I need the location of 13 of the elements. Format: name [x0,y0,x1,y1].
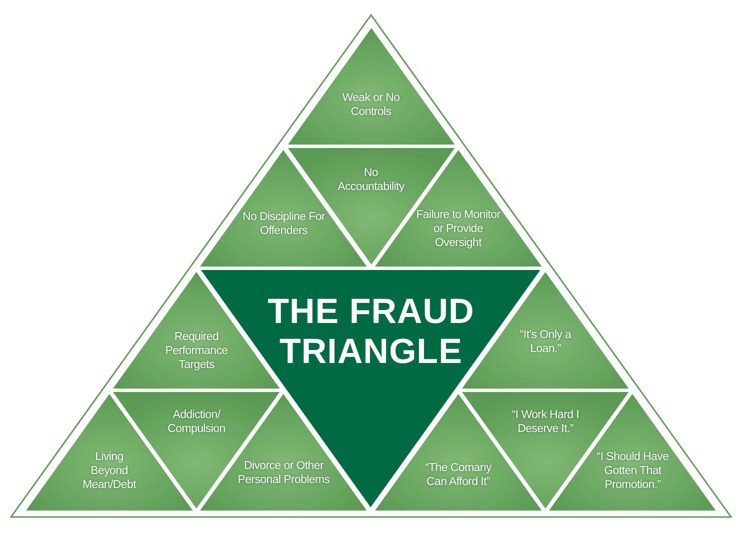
segment-label: No Accountability [336,166,406,194]
segment-label: “The Comany Can Afford It” [424,461,492,490]
diagram-title: THE FRAUD TRIANGLE [266,292,476,372]
segment-label: Weak or No Controls [341,90,401,119]
segment-label: Failure to Monitor or Provide Oversight [415,208,502,250]
segment-label: “It’s Only a Loan.” [518,328,572,356]
segment-label: “I Work Hard I Deserve It.” [510,408,580,436]
segment-label: Required Performance Targets [164,330,229,372]
segment-label: Living Beyond Mean/Debt [81,450,138,492]
segment-label: Addiction/ Compulsion [166,408,226,436]
segment-label: Divorce or Other Personal Problems [236,458,331,487]
segment-label: “I Should Have Gotten That Promotion.” [596,450,670,492]
segment-label: No Discipline For Offenders [242,210,326,238]
